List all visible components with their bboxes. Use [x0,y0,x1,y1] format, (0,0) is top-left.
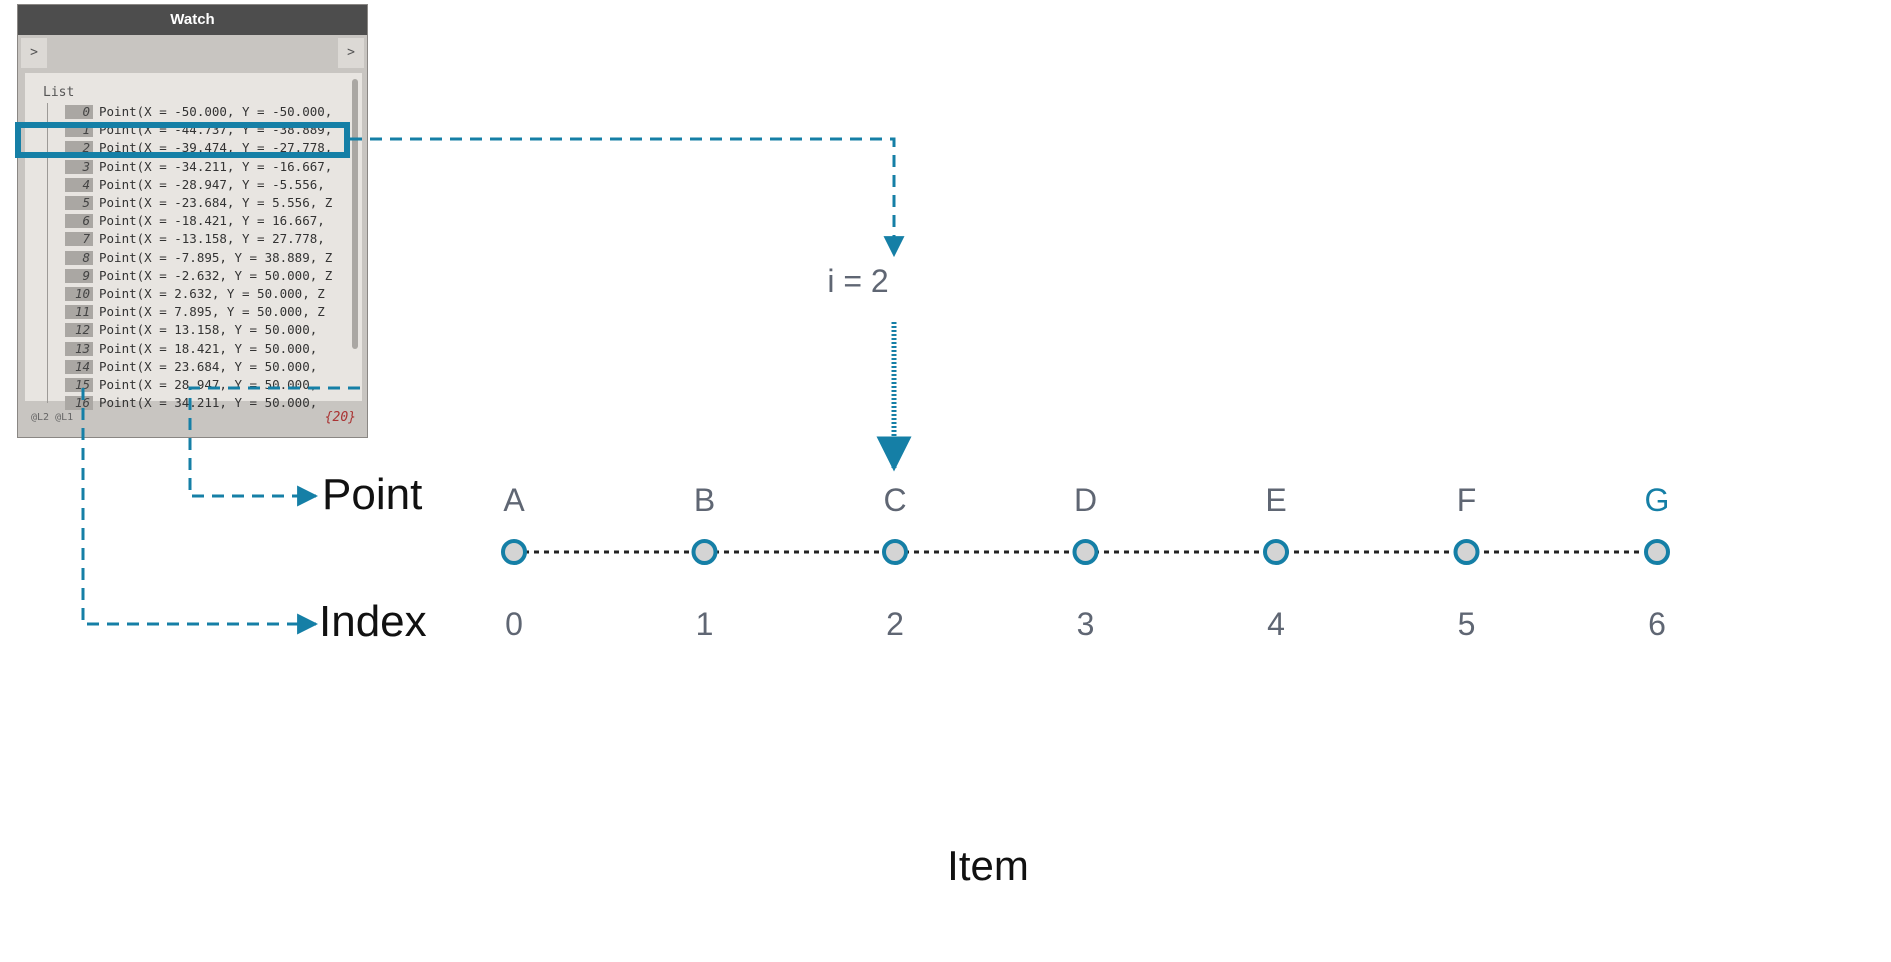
index-label: Index [319,597,427,646]
item-letter: E [1265,482,1287,518]
row-index: 15 [65,378,93,392]
item-label: Item [947,842,1029,889]
item-index: 3 [1076,606,1095,642]
row-index: 9 [65,268,93,283]
row-value: Point(X = -39.474, Y = -27.778, [99,140,333,156]
list-row[interactable]: 13 Point(X = 18.421, Y = 50.000, [65,340,317,358]
connector-point [188,386,360,507]
row-index: 10 [65,287,93,301]
list-row[interactable]: 0 Point(X = -50.000, Y = -50.000, [65,103,332,121]
item-letter: B [693,482,716,518]
watch-footer: @L2 @L1 {20} [25,405,362,431]
row-index: 14 [65,359,93,374]
row-index: 0 [65,105,93,119]
row-value: Point(X = -18.421, Y = 16.667, [99,213,325,229]
row-value: Point(X = -23.684, Y = 5.556, Z [99,195,333,210]
selected-row-highlight [15,122,350,158]
watch-node[interactable]: Watch > > List 0 Point(X = -50.000, Y = -… [17,4,368,438]
sequence-node [1072,539,1099,565]
level-indicators[interactable]: @L2 @L1 [31,412,74,423]
row-value: Point(X = 2.632, Y = 50.000, Z [99,286,325,301]
sequence-node [691,539,718,565]
list-header: List [43,85,75,100]
selection-expression: i = 2 [827,263,889,299]
row-index: 6 [65,214,93,229]
item-index: 6 [1648,606,1666,642]
sequence-node [501,539,527,565]
row-index: 7 [65,232,93,247]
item-letter: D [1073,482,1098,518]
list-row[interactable]: 7 Point(X = -13.158, Y = 27.778, [65,230,325,248]
row-index: 11 [65,305,93,320]
list-row[interactable]: 6 Point(X = -18.421, Y = 16.667, [65,212,325,230]
output-port[interactable]: > [338,38,364,68]
item-letter: F [1456,482,1477,518]
item-index: 4 [1267,606,1285,642]
sequence-node [1263,539,1289,565]
row-value: Point(X = 18.421, Y = 50.000, [99,340,318,356]
list-row[interactable]: 3 Point(X = -34.211, Y = -16.667, [65,158,332,176]
item-index: 1 [695,606,714,642]
list-row[interactable]: 16 Point(X = 34.211, Y = 50.000, [65,394,317,412]
row-value: Point(X = -7.895, Y = 38.889, Z [99,249,333,265]
connector-row-to-selection [350,137,905,258]
sequence-node [1644,539,1670,565]
row-value: Point(X = -13.158, Y = 27.778, [99,231,325,247]
list-row[interactable]: 9 Point(X = -2.632, Y = 50.000, Z [65,267,332,285]
list-row[interactable]: 11 Point(X = 7.895, Y = 50.000, Z [65,303,325,321]
tree-line [47,103,48,403]
item-letter: G [1644,482,1670,518]
row-index: 3 [65,159,93,174]
item-letter: C [883,482,907,518]
list-row[interactable]: 4 Point(X = -28.947, Y = -5.556, [65,176,325,194]
item-index: 5 [1457,606,1476,642]
item-index: 0 [505,606,523,642]
row-index: 4 [65,177,93,192]
row-value: Point(X = -28.947, Y = -5.556, [99,176,325,192]
list-row[interactable]: 8 Point(X = -7.895, Y = 38.889, Z [65,249,332,267]
row-index: 12 [65,323,93,338]
point-label: Point [322,470,423,519]
row-value: Point(X = 23.684, Y = 50.000, [99,358,318,374]
row-index: 13 [65,341,93,356]
sequence-node [1453,539,1480,565]
list-row[interactable]: 14 Point(X = 23.684, Y = 50.000, [65,358,317,376]
connector-index [81,388,319,635]
row-index: 2 [65,141,93,156]
row-value: Point(X = 28.947, Y = 50.000, [99,377,318,392]
sequence-node [882,539,908,565]
item-index: 2 [886,606,904,642]
row-index: 16 [65,396,93,411]
row-value: Point(X = 34.211, Y = 50.000, [99,395,318,411]
input-port[interactable]: > [21,38,47,68]
list-row[interactable]: 10 Point(X = 2.632, Y = 50.000, Z [65,285,325,303]
item-letter: A [503,482,525,518]
sequence-nodes [501,539,1670,565]
list-row[interactable]: 5 Point(X = -23.684, Y = 5.556, Z [65,194,332,212]
row-index: 5 [65,196,93,210]
list-row[interactable]: 12 Point(X = 13.158, Y = 50.000, [65,321,317,339]
list-row[interactable]: 2 Point(X = -39.474, Y = -27.778, [65,139,332,157]
scrollbar[interactable] [352,79,358,349]
watch-title: Watch [18,5,367,35]
row-value: Point(X = -2.632, Y = 50.000, Z [99,267,333,283]
row-value: Point(X = 13.158, Y = 50.000, [99,322,318,338]
row-value: Point(X = -34.211, Y = -16.667, [99,158,333,174]
row-value: Point(X = 7.895, Y = 50.000, Z [99,304,325,320]
row-index: 8 [65,250,93,265]
row-value: Point(X = -50.000, Y = -50.000, [99,104,333,119]
list-row[interactable]: 15 Point(X = 28.947, Y = 50.000, [65,376,317,394]
item-count: {20} [324,410,356,425]
